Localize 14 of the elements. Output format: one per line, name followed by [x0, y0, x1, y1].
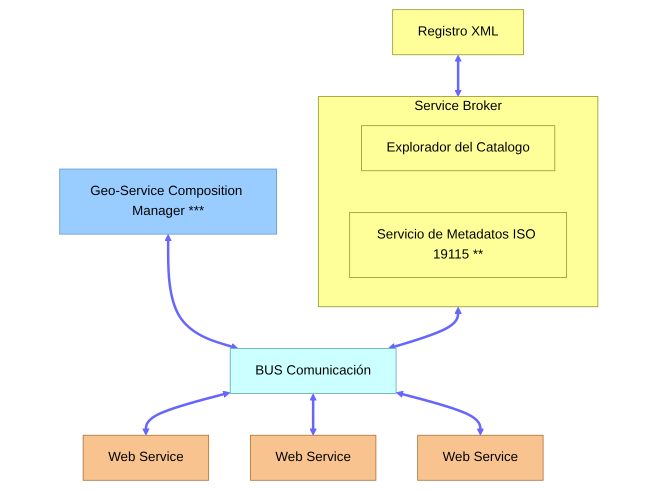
arrow [310, 394, 318, 436]
node-box: Web Service [82, 434, 210, 481]
node-box: Explorador del Catalogo [361, 125, 556, 172]
arrow [142, 390, 230, 436]
node-box: Web Service [417, 434, 544, 481]
node-box: Servicio de Metadatos ISO 19115 ** [349, 212, 568, 278]
node-box: Geo-Service Composition Manager *** [59, 168, 278, 235]
node-box: Web Service [250, 434, 377, 481]
node-box: BUS Comunicación [230, 348, 397, 394]
arrow [164, 234, 238, 350]
arrow [454, 54, 462, 97]
arrow [396, 390, 484, 436]
arrow [388, 306, 462, 350]
node-box: Registro XML [392, 9, 524, 56]
